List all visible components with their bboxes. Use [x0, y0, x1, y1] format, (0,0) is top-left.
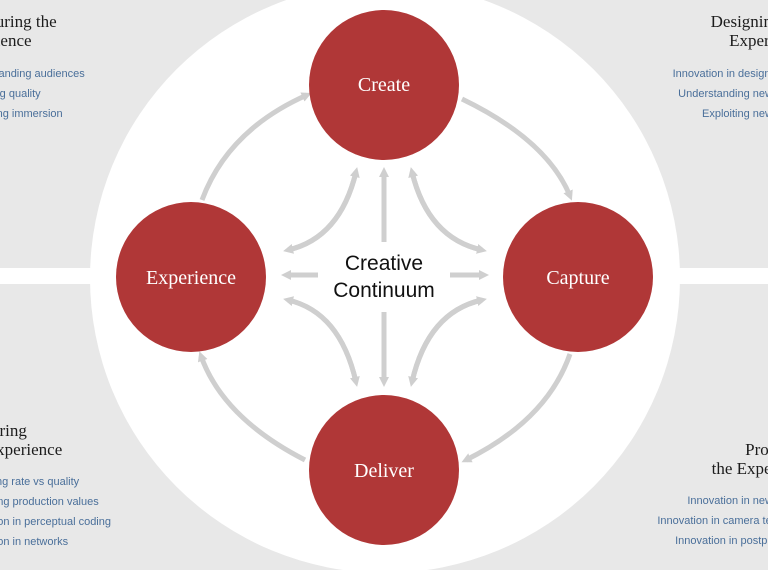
- list-item: serving production values: [0, 496, 99, 508]
- center-label-line1: Creative: [345, 252, 423, 275]
- node-capture-circle: [503, 202, 653, 352]
- corner-title-line1: Produci: [745, 440, 768, 459]
- node-experience-label: Experience: [146, 267, 236, 289]
- corner-designing: Designing th Experienc Innovation in des…: [673, 12, 768, 124]
- node-capture: Capture: [503, 202, 653, 352]
- list-item: ovation in networks: [0, 536, 69, 548]
- arrow-curve-right-down: [409, 296, 487, 383]
- node-deliver: Deliver: [309, 395, 459, 545]
- arrow-curve-left-up: [283, 171, 359, 254]
- list-item: Innovation in new form: [687, 495, 768, 507]
- list-item: ovation in perceptual coding: [0, 516, 111, 528]
- arrow-create-to-capture: [460, 96, 573, 201]
- arrow-curve-right-up: [409, 171, 487, 254]
- list-item: Understanding new form: [678, 88, 768, 100]
- list-item: Innovation in camera technol: [657, 515, 768, 527]
- arrow-curve-left-down: [283, 296, 359, 383]
- node-capture-label: Capture: [546, 267, 609, 289]
- list-item: Exploiting new form: [702, 108, 768, 120]
- corner-delivering: livering e Experience imising rate vs qu…: [0, 421, 111, 552]
- node-experience-circle: [116, 202, 266, 352]
- corner-title-line2: e Experience: [0, 440, 63, 459]
- corner-title-line1: Designing th: [710, 12, 768, 31]
- list-item: Innovation in postproduct: [675, 535, 768, 547]
- center-label-line2: Continuum: [333, 279, 435, 302]
- node-create: Create: [309, 10, 459, 160]
- list-item: essing quality: [0, 88, 41, 100]
- arrow-experience-to-create: [199, 92, 312, 201]
- node-experience: Experience: [116, 202, 266, 352]
- list-item: ntifying immersion: [0, 108, 63, 120]
- node-deliver-circle: [309, 395, 459, 545]
- node-create-label: Create: [358, 74, 410, 96]
- list-item: derstanding audiences: [0, 68, 85, 80]
- list-item: imising rate vs quality: [0, 476, 80, 488]
- corner-measuring: easuring the perience derstanding audien…: [0, 12, 85, 124]
- corner-title-line2: Experienc: [729, 31, 768, 50]
- corner-title-line2: the Experien: [711, 459, 768, 478]
- corner-title-line1: easuring the: [0, 12, 57, 31]
- list-item: Innovation in design/creat: [672, 68, 768, 80]
- corner-title-line1: livering: [0, 421, 27, 440]
- arrow-capture-to-deliver: [461, 353, 573, 463]
- arrow-deliver-to-experience: [197, 351, 307, 463]
- node-create-circle: [309, 10, 459, 160]
- node-deliver-label: Deliver: [354, 460, 414, 482]
- corner-producing: Produci the Experien Innovation in new f…: [657, 440, 768, 551]
- corner-title-line2: perience: [0, 31, 32, 50]
